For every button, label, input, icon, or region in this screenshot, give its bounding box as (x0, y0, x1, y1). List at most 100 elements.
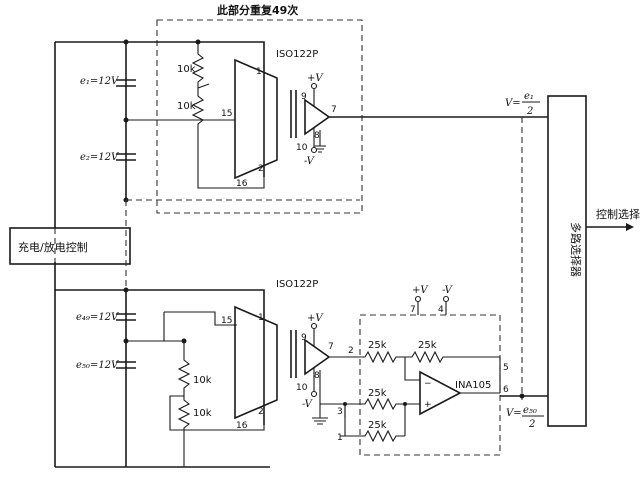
ina-supply-pos: +V (412, 285, 429, 296)
pin-9: 9 (301, 92, 307, 102)
cap-e2-label: e₂=12V (80, 152, 120, 163)
capacitor-e2 (116, 153, 136, 161)
v-top-num: e₁ (524, 91, 534, 102)
iso-bot-pin16-wire (237, 425, 265, 431)
res-25k-label: 25k (418, 340, 437, 351)
iso122p-bot-body (234, 305, 278, 420)
capacitor-e1 (116, 79, 136, 87)
ina-resistor-25k-4 (345, 429, 405, 443)
pin-10: 10 (296, 383, 308, 393)
res-10k-label: 10k (193, 408, 212, 419)
node-dot (403, 402, 407, 406)
pin-3: 3 (337, 407, 343, 417)
supply-pos-bot: +V (307, 313, 324, 324)
v-bot-num: e₅₀ (523, 405, 537, 416)
ina-resistor-25k-2 (405, 350, 500, 364)
supply-terminal (442, 295, 450, 303)
iso-top-pin16-wire (235, 177, 265, 189)
ground-top (314, 140, 326, 153)
mux-label: 多路选择器 (569, 222, 583, 277)
pin-1: 1 (337, 433, 343, 443)
v-bot-prefix: V= (506, 408, 522, 419)
node-dot (519, 393, 525, 399)
supply-terminal (310, 390, 318, 398)
pin-16: 16 (236, 421, 248, 431)
control-select-label: 控制选择 (596, 207, 640, 221)
pin-16: 16 (236, 179, 248, 189)
ina-supply-wires (417, 302, 447, 315)
res-25k-label: 25k (368, 420, 387, 431)
opamp-plus: + (424, 400, 432, 410)
charge-control-block (9, 227, 131, 265)
v-bot-den: 2 (528, 419, 535, 430)
capacitor-e50 (116, 361, 136, 369)
pin-8: 8 (314, 371, 320, 381)
res-25k-label: 25k (368, 340, 387, 351)
supply-terminal (310, 146, 318, 154)
charge-control-label: 充电/放电控制 (18, 240, 88, 254)
ina-internal-wires (340, 357, 501, 437)
pin-15: 15 (221, 316, 232, 326)
buffer-top (304, 98, 331, 136)
res-10k-label: 10k (193, 375, 212, 386)
isolation-barrier-top (290, 90, 297, 138)
pin-8: 8 (314, 131, 320, 141)
node-dot (123, 39, 129, 45)
supply-terminal (310, 322, 318, 330)
pin-9: 9 (301, 333, 307, 343)
pin-6: 6 (503, 385, 509, 395)
pin-7: 7 (331, 105, 337, 115)
supply-neg-top: -V (304, 156, 316, 167)
capacitor-e49 (116, 313, 136, 321)
cap-e1-label: e₁=12V (80, 76, 120, 87)
pin-7: 7 (410, 305, 416, 315)
pin-5: 5 (503, 363, 509, 373)
supply-neg-bot: -V (302, 399, 314, 410)
supply-terminal (414, 295, 422, 303)
buffer-bot (304, 338, 331, 376)
ina-opamp (419, 370, 462, 416)
pin-4: 4 (438, 305, 444, 315)
arrow-head (626, 223, 634, 231)
iso-bot-label: ISO122P (276, 279, 318, 290)
multiplexer-block (547, 95, 587, 427)
bottom-input-wires (126, 311, 237, 431)
v-top-den: 2 (526, 106, 533, 117)
cap-e49-label: e₄₉=12V (76, 312, 120, 323)
ina-resistor-25k-3 (345, 397, 405, 411)
resistor-10k-top-1 (191, 42, 205, 90)
v-top-prefix: V= (505, 98, 521, 109)
buffer-top-wires (313, 88, 321, 148)
iso-top-label: ISO122P (276, 49, 318, 60)
isolation-barrier-bot (290, 330, 297, 378)
pin-1: 1 (258, 313, 264, 323)
pin-7: 7 (328, 342, 334, 352)
ina-resistor-25k-1 (329, 350, 405, 364)
pin-2: 2 (258, 164, 264, 174)
cap-e50-label: e₅₀=12V (76, 360, 120, 371)
res-10k-label: 10k (177, 64, 196, 75)
res-25k-label: 25k (368, 388, 387, 399)
repeat-title: 此部分重复49次 (217, 3, 298, 17)
pin-2: 2 (348, 346, 354, 356)
ina-label: INA105 (455, 380, 491, 391)
iso122p-top-body (234, 58, 278, 180)
resistor-10k-bot-2 (177, 396, 191, 467)
ina-supply-neg: -V (442, 285, 454, 296)
node-dot (343, 402, 347, 406)
supply-pos-top: +V (307, 73, 324, 84)
pin-2: 2 (258, 407, 264, 417)
pin-15: 15 (221, 109, 232, 119)
supply-terminal (310, 82, 318, 90)
res-10k-label: 10k (177, 101, 196, 112)
buffer-bot-wires (313, 328, 321, 412)
resistor-10k-top-2 (191, 90, 235, 189)
wiper-top (126, 83, 235, 121)
resistor-10k-bot-1 (177, 341, 191, 396)
opamp-minus: − (424, 379, 432, 389)
ground-bot (312, 412, 328, 425)
pin-1: 1 (256, 67, 262, 77)
node-dot (123, 287, 129, 293)
pin-10: 10 (296, 143, 308, 153)
